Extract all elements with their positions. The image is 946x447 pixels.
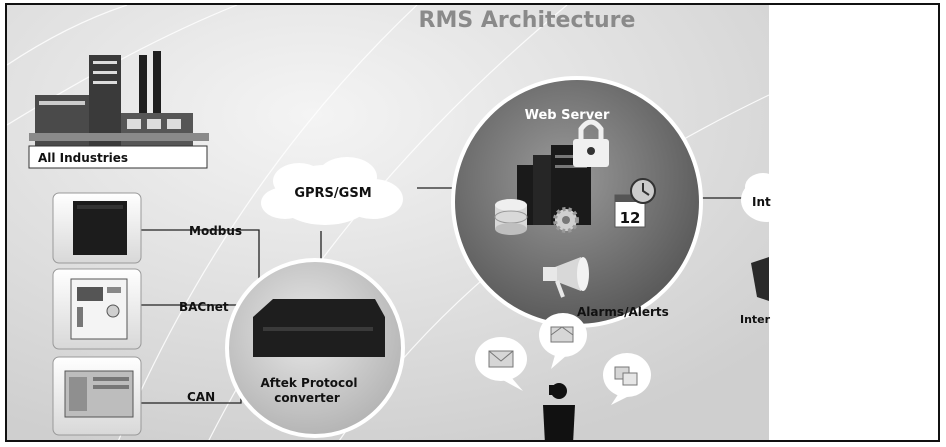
internet-label: Int — [752, 195, 771, 209]
mail-icon — [475, 337, 527, 391]
converter-label-line1: Aftek Protocol — [261, 376, 358, 390]
chat-icon — [539, 313, 587, 369]
meter-icon — [70, 278, 128, 340]
diagram-title: RMS Architecture — [419, 8, 636, 33]
internet-user-label: Inter — [740, 313, 771, 326]
generator-icon — [64, 370, 134, 418]
internet-cloud-icon — [741, 173, 793, 222]
lock-icon — [573, 119, 609, 167]
gear-icon — [553, 207, 579, 233]
alarms-label: Alarms/Alerts — [577, 305, 669, 319]
megaphone-icon — [543, 257, 589, 298]
bacnet-label: BACnet — [179, 300, 229, 314]
gprs-label: GPRS/GSM — [294, 186, 371, 201]
cloud-icon — [261, 157, 403, 225]
industries-label-box — [28, 145, 208, 169]
converter-device-icon — [253, 299, 385, 357]
architecture-diagram: RMS Architecture All Industries GPRS/GSM — [7, 5, 793, 440]
can-label: CAN — [187, 390, 215, 404]
ups-icon — [73, 201, 127, 255]
factory-icon — [29, 51, 209, 153]
database-icon — [494, 199, 528, 235]
calendar-number: 12 — [620, 209, 641, 227]
person-icon — [543, 383, 575, 440]
monitor-icon — [751, 257, 769, 301]
figure-frame: RMS Architecture All Industries GPRS/GSM — [5, 3, 940, 442]
calendar-icon: 12 — [614, 178, 656, 228]
converter-label-line2: converter — [274, 391, 340, 405]
modbus-label: Modbus — [189, 224, 242, 238]
industries-label: All Industries — [38, 151, 128, 165]
chat-window-icon — [603, 353, 651, 405]
web-server-label: Web Server — [525, 108, 610, 123]
